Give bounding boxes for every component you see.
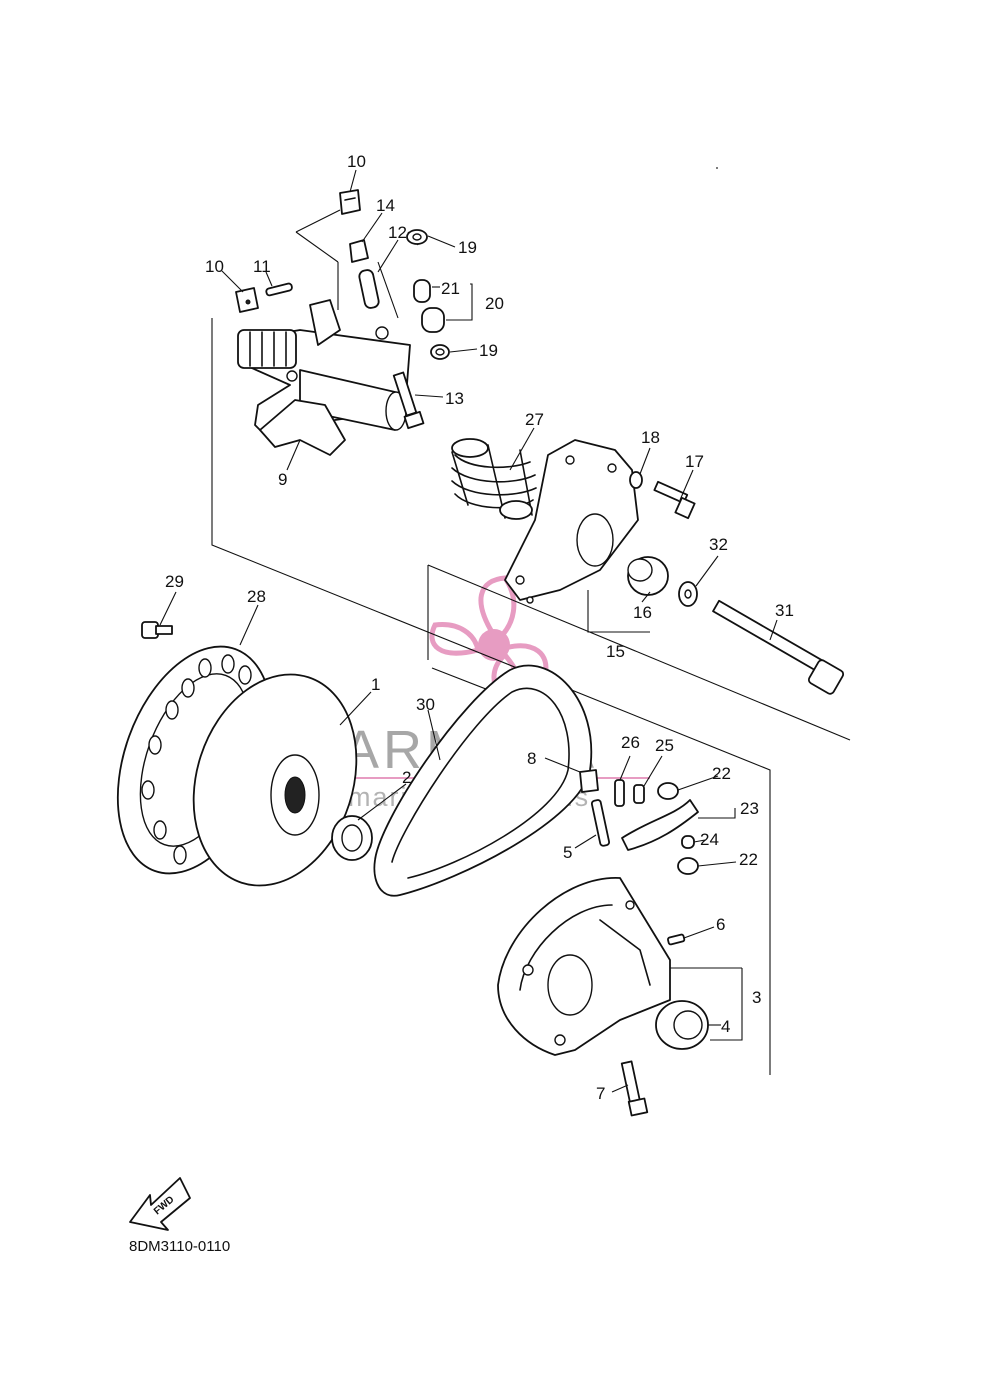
callout-14: 14 xyxy=(376,196,395,215)
callout-26: 26 xyxy=(621,733,640,752)
callout-19b: 19 xyxy=(479,341,498,360)
callout-20: 20 xyxy=(485,294,504,313)
weight-14 xyxy=(349,239,369,263)
callout-28: 28 xyxy=(247,587,266,606)
secondary-housing-3 xyxy=(497,877,671,1056)
callout-10a: 10 xyxy=(347,152,366,171)
callout-8: 8 xyxy=(527,749,536,768)
callout-13: 13 xyxy=(445,389,464,408)
seal-2 xyxy=(331,815,373,861)
washer-22-bottom xyxy=(677,857,699,875)
callout-22b: 22 xyxy=(739,850,758,869)
v-belt-30 xyxy=(373,664,593,897)
callout-25: 25 xyxy=(655,736,674,755)
callout-30: 30 xyxy=(416,695,435,714)
bracket-23 xyxy=(621,799,699,851)
callout-15: 15 xyxy=(606,642,625,661)
pin-11 xyxy=(265,282,293,297)
callout-16: 16 xyxy=(633,603,652,622)
washer-19-bottom xyxy=(430,344,450,360)
slider-10-top xyxy=(339,189,361,215)
bolt-13 xyxy=(392,371,425,430)
callout-labels: 10 14 12 19 10 11 21 20 19 13 9 27 18 17… xyxy=(165,152,794,1103)
diagram-code: 8DM3110-0110 xyxy=(129,1238,230,1255)
callout-7: 7 xyxy=(596,1084,605,1103)
callout-32: 32 xyxy=(709,535,728,554)
callout-1: 1 xyxy=(371,675,380,694)
callout-6: 6 xyxy=(716,915,725,934)
pin-26 xyxy=(614,779,625,807)
callout-31: 31 xyxy=(775,601,794,620)
callout-29: 29 xyxy=(165,572,184,591)
washer-19-top xyxy=(406,229,428,245)
pin-5 xyxy=(590,799,611,847)
pin-25 xyxy=(633,784,645,804)
washer-22-top xyxy=(657,782,679,800)
fwd-arrow: FWD xyxy=(129,1177,191,1231)
pin-12 xyxy=(358,269,380,309)
callout-3: 3 xyxy=(752,988,761,1007)
bolt-17 xyxy=(653,480,696,520)
slider-10-left xyxy=(235,287,259,313)
callout-2: 2 xyxy=(402,768,411,787)
spring-27 xyxy=(451,438,537,520)
plug-8 xyxy=(579,769,599,793)
bolt-31 xyxy=(712,599,845,695)
bearing-4 xyxy=(655,1000,709,1050)
bolt-29 xyxy=(141,621,173,639)
bolt-7 xyxy=(620,1060,649,1117)
washer-18 xyxy=(629,471,643,489)
callout-19a: 19 xyxy=(458,238,477,257)
fixed-sheave-1 xyxy=(192,673,358,887)
callout-24: 24 xyxy=(700,830,719,849)
leader-lines xyxy=(159,169,778,1093)
callout-5: 5 xyxy=(563,843,572,862)
fwd-arrow-icon xyxy=(129,1177,191,1231)
collar-21 xyxy=(413,279,431,303)
collar-20 xyxy=(421,307,445,333)
callout-21: 21 xyxy=(441,279,460,298)
cover-assembly-15 xyxy=(504,439,639,604)
callout-18: 18 xyxy=(641,428,660,447)
callout-10b: 10 xyxy=(205,257,224,276)
collar-24 xyxy=(681,835,695,849)
callout-9: 9 xyxy=(278,470,287,489)
callout-11: 11 xyxy=(253,257,271,276)
washer-32 xyxy=(678,581,698,607)
collar-16 xyxy=(627,556,669,596)
callout-12: 12 xyxy=(388,223,407,242)
primary-sliding-sheave-9 xyxy=(237,299,411,456)
callout-17: 17 xyxy=(685,452,704,471)
callout-4: 4 xyxy=(721,1017,730,1036)
pin-6 xyxy=(667,933,686,946)
callout-27: 27 xyxy=(525,410,544,429)
callout-22a: 22 xyxy=(712,764,731,783)
callout-23: 23 xyxy=(740,799,759,818)
